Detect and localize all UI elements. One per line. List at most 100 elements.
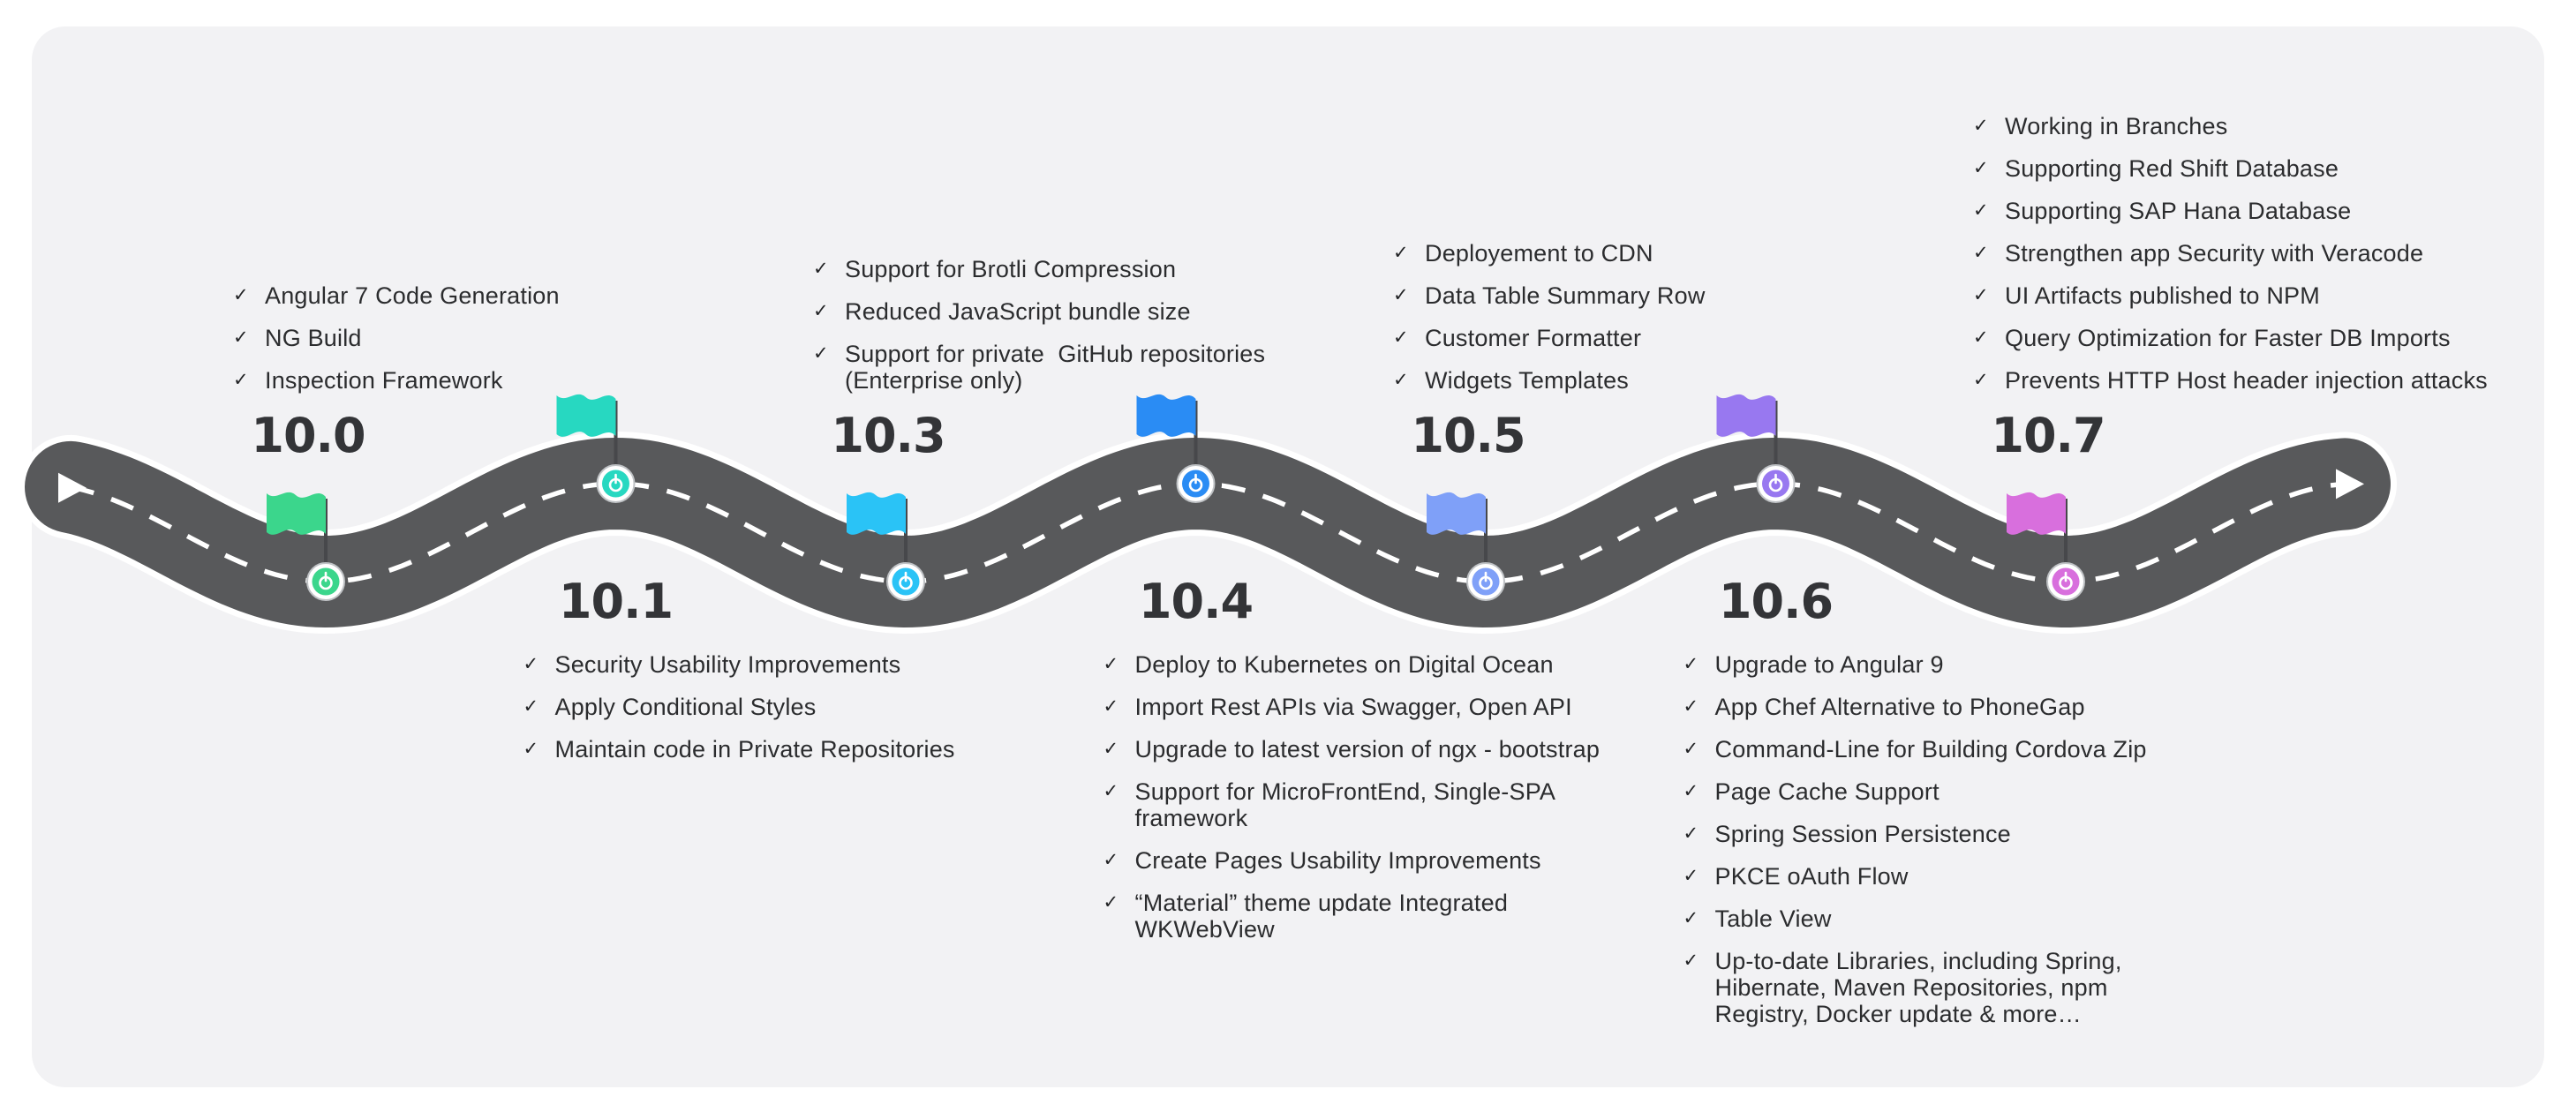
checkmark-icon: ✓ [1103, 654, 1119, 674]
feature-item: ✓ Data Table Summary Row [1393, 282, 1706, 309]
milestone-marker-group [1716, 394, 1796, 503]
feature-text: Working in Branches [2005, 113, 2228, 139]
checkmark-icon: ✓ [1393, 243, 1409, 263]
feature-text: Maintain code in Private Repositories [554, 736, 955, 763]
feature-text: Reduced JavaScript bundle size [845, 298, 1191, 325]
feature-text: Inspection Framework [265, 367, 503, 394]
checkmark-icon: ✓ [1103, 892, 1119, 913]
checkmark-icon: ✓ [523, 739, 539, 759]
checkmark-icon: ✓ [523, 696, 539, 717]
feature-item: ✓ Upgrade to latest version of ngx - boo… [1103, 736, 1601, 763]
feature-text: Widgets Templates [1425, 367, 1630, 394]
version-label: 10.5 [1411, 408, 1525, 463]
checkmark-icon: ✓ [1973, 327, 1989, 348]
feature-item: ✓ Security Usability Improvements [523, 651, 955, 678]
checkmark-icon: ✓ [1103, 850, 1119, 870]
feature-item: ✓ Query Optimization for Faster DB Impor… [1973, 325, 2488, 351]
feature-item: ✓ Import Rest APIs via Swagger, Open API [1103, 694, 1601, 720]
feature-text: Deployement to CDN [1425, 240, 1653, 267]
feature-list: ✓ Angular 7 Code Generation ✓ NG Build ✓… [233, 282, 560, 394]
checkmark-icon: ✓ [1683, 823, 1699, 844]
version-label: 10.3 [831, 408, 945, 463]
milestone-marker-group [2007, 492, 2085, 601]
feature-text: Support for Brotli Compression [845, 256, 1177, 282]
checkmark-icon: ✓ [233, 327, 249, 348]
milestone-marker-group [267, 492, 345, 601]
checkmark-icon: ✓ [1103, 739, 1119, 759]
road-start-arrow-icon [58, 472, 87, 503]
feature-item: ✓ Maintain code in Private Repositories [523, 736, 955, 763]
feature-list: ✓ Deploy to Kubernetes on Digital Ocean … [1103, 651, 1601, 943]
checkmark-icon: ✓ [1393, 370, 1409, 390]
checkmark-icon: ✓ [1683, 781, 1699, 801]
feature-item: ✓ Create Pages Usability Improvements [1103, 847, 1601, 874]
feature-item: ✓ Prevents HTTP Host header injection at… [1973, 367, 2488, 394]
feature-text: PKCE oAuth Flow [1714, 863, 1909, 890]
feature-text: Support for private GitHub repositories … [845, 341, 1266, 394]
feature-text: Spring Session Persistence [1714, 821, 2011, 847]
flag-icon [1427, 492, 1486, 535]
feature-list: ✓ Deployement to CDN ✓ Data Table Summar… [1393, 240, 1706, 394]
feature-text: Table View [1714, 905, 1832, 932]
feature-text: Supporting Red Shift Database [2005, 155, 2339, 182]
feature-text: Import Rest APIs via Swagger, Open API [1134, 694, 1572, 720]
checkmark-icon: ✓ [1393, 327, 1409, 348]
checkmark-icon: ✓ [1683, 866, 1699, 886]
feature-text: Query Optimization for Faster DB Imports [2005, 325, 2451, 351]
milestone-marker-group [1427, 492, 1505, 601]
feature-text: Upgrade to latest version of ngx - boots… [1134, 736, 1601, 763]
checkmark-icon: ✓ [1683, 739, 1699, 759]
feature-item: ✓ PKCE oAuth Flow [1683, 863, 2147, 890]
checkmark-icon: ✓ [813, 259, 829, 279]
feature-list: ✓ Support for Brotli Compression ✓ Reduc… [813, 256, 1265, 394]
feature-item: ✓ Working in Branches [1973, 113, 2488, 139]
feature-text: “Material” theme update Integrated WKWeb… [1134, 890, 1509, 943]
feature-item: ✓ Supporting Red Shift Database [1973, 155, 2488, 182]
version-label: 10.1 [558, 574, 674, 629]
feature-item: ✓ Angular 7 Code Generation [233, 282, 560, 309]
feature-item: ✓ Table View [1683, 905, 2147, 932]
feature-text: Customer Formatter [1425, 325, 1642, 351]
flag-icon [267, 492, 326, 535]
feature-item: ✓ Deployement to CDN [1393, 240, 1706, 267]
checkmark-icon: ✓ [1973, 243, 1989, 263]
road-end-arrow-icon [2336, 469, 2364, 500]
feature-item: ✓ NG Build [233, 325, 560, 351]
feature-text: Apply Conditional Styles [554, 694, 817, 720]
checkmark-icon: ✓ [523, 654, 539, 674]
version-label: 10.7 [1991, 408, 2105, 463]
feature-item: ✓ Customer Formatter [1393, 325, 1706, 351]
feature-text: Command-Line for Building Cordova Zip [1714, 736, 2147, 763]
flag-icon [2007, 492, 2066, 535]
checkmark-icon: ✓ [1683, 908, 1699, 928]
feature-item: ✓ Inspection Framework [233, 367, 560, 394]
feature-text: Prevents HTTP Host header injection atta… [2005, 367, 2488, 394]
checkmark-icon: ✓ [233, 285, 249, 305]
feature-text: Data Table Summary Row [1425, 282, 1706, 309]
version-label: 10.6 [1718, 574, 1834, 629]
checkmark-icon: ✓ [1973, 285, 1989, 305]
version-label: 10.4 [1138, 574, 1254, 629]
feature-text: Angular 7 Code Generation [265, 282, 560, 309]
checkmark-icon: ✓ [1393, 285, 1409, 305]
checkmark-icon: ✓ [813, 343, 829, 364]
feature-text: Deploy to Kubernetes on Digital Ocean [1134, 651, 1554, 678]
feature-item: ✓ “Material” theme update Integrated WKW… [1103, 890, 1601, 943]
feature-text: Supporting SAP Hana Database [2005, 198, 2352, 224]
flag-icon [1716, 394, 1776, 437]
feature-text: Strengthen app Security with Veracode [2005, 240, 2424, 267]
feature-list: ✓ Upgrade to Angular 9 ✓ App Chef Altern… [1683, 651, 2147, 1027]
feature-item: ✓ Command-Line for Building Cordova Zip [1683, 736, 2147, 763]
feature-text: Up-to-date Libraries, including Spring, … [1714, 948, 2122, 1027]
checkmark-icon: ✓ [1973, 200, 1989, 221]
checkmark-icon: ✓ [1973, 370, 1989, 390]
feature-text: Create Pages Usability Improvements [1134, 847, 1541, 874]
feature-item: ✓ Upgrade to Angular 9 [1683, 651, 2147, 678]
checkmark-icon: ✓ [1683, 696, 1699, 717]
checkmark-icon: ✓ [1103, 781, 1119, 801]
checkmark-icon: ✓ [1683, 654, 1699, 674]
feature-text: UI Artifacts published to NPM [2005, 282, 2320, 309]
checkmark-icon: ✓ [1103, 696, 1119, 717]
